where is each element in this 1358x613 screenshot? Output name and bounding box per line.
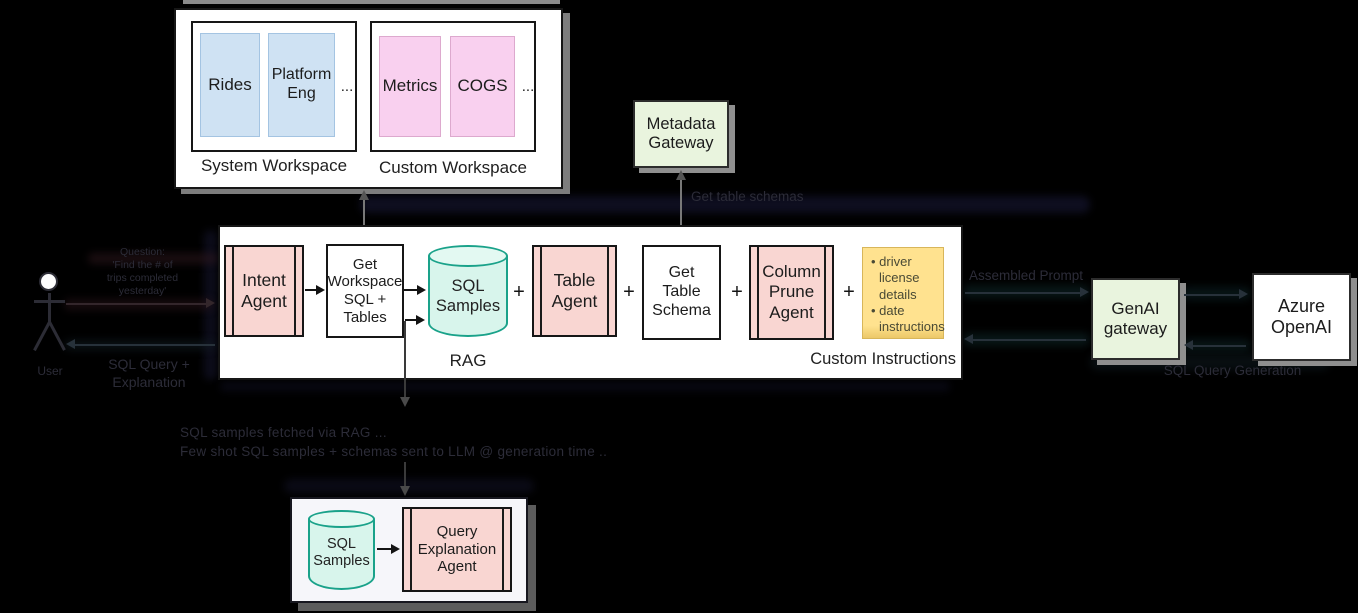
rides-box: Rides [200,33,260,137]
arrow-genai-to-pipeline [972,339,1086,341]
metrics-box: Metrics [379,36,441,137]
cogs-box: COGS [450,36,515,137]
arrowhead-right [1239,289,1248,299]
connector-workspaces [363,200,365,244]
shadow-band [963,285,1090,298]
rag-annotation-line: SQL samples fetched via RAG ... [180,425,387,440]
arrow-into-samples [405,319,417,321]
question-label: Question: 'Find the # of trips completed… [90,246,195,299]
genai-gateway-box: GenAI gateway [1091,278,1180,360]
explanation-sql-samples-cylinder: SQL Samples [308,510,375,590]
metadata-gateway-box: Metadata Gateway [633,100,729,168]
actor-head [39,272,58,291]
query-explanation-agent-box: Query Explanation Agent [402,507,512,592]
top-edge-strip [183,0,560,4]
question-line: 'Find the # of [112,259,173,272]
actor-body [48,293,51,323]
system-more-ellipsis: ... [340,78,354,95]
cylinder-top [308,510,375,528]
arrow-pipeline-to-genai [965,292,1081,294]
arrow-genai-to-azure [1184,294,1240,296]
shadow-band [88,253,218,264]
cylinder-body [428,256,508,337]
user-label: User [37,364,63,378]
custom-workspace-caption: Custom Workspace [378,158,527,177]
arrow-samples-to-explanation-agent [377,548,392,550]
arrowhead-up [676,170,686,180]
sticky-bullet: driver license details [871,254,940,303]
response-line: SQL Query + [108,356,190,372]
arrowhead-left [1184,340,1193,350]
arrowhead-up [359,190,369,200]
sticky-note: driver license details date instructions [862,247,945,339]
assembled-prompt-label: Assembled Prompt [968,268,1084,283]
sql-samples-cylinder: SQL Samples [428,245,508,337]
arrow-pipeline-to-user [72,344,215,346]
user-actor [30,270,90,370]
arrowhead-down [400,397,410,407]
cylinder-body [308,519,375,590]
question-line: yesterday' [118,285,167,298]
get-table-schema-box: Get Table Schema [642,245,721,340]
actor-leg [33,321,51,351]
azure-openai-box: Azure OpenAI [1252,273,1351,361]
rag-label: RAG [449,351,487,370]
arrowhead-right [1080,287,1089,297]
arrow-user-to-pipeline [66,303,206,305]
connector-samples-down [404,321,406,397]
plus-sign: + [731,281,743,303]
arrowhead-right [391,544,400,554]
custom-instructions-label: Custom Instructions [810,350,956,368]
sql-generation-label: SQL Query Generation [1163,363,1302,378]
column-prune-agent-box: Column Prune Agent [749,245,834,340]
table-agent-box: Table Agent [532,245,617,337]
plus-sign: + [513,281,525,303]
rag-annotation-line: Few shot SQL samples + schemas sent to L… [180,444,608,459]
plus-sign: + [623,281,635,303]
arrow-azure-to-genai [1190,345,1246,347]
response-line: Explanation [112,374,186,391]
cylinder-top [428,245,508,267]
shadow-band [360,196,1090,213]
get-workspace-box: Get Workspace SQL + Tables [326,244,404,338]
shadow-band [1181,287,1251,300]
connector-to-explanation-group [404,462,406,486]
connector-metadata-gateway [680,180,682,245]
platform-eng-box: Platform Eng [268,33,335,137]
metadata-link-label: Get table schemas [691,189,804,204]
sql-samples-label: SQL Samples [313,536,370,570]
response-label: SQL Query + Explanation [90,355,208,391]
arrowhead-right [316,285,325,295]
intent-agent-box: Intent Agent [224,245,304,337]
arrowhead-left [66,339,75,349]
arrowhead-right [417,285,426,295]
arrowhead-left [964,334,973,344]
question-line: Question: [120,246,165,258]
question-line: trips completed [106,272,179,285]
system-workspace-caption: System Workspace [200,156,348,175]
arrowhead-right [206,298,215,308]
plus-sign: + [843,281,855,303]
arrowhead-right [416,315,425,325]
actor-arms [34,300,65,303]
arrow-intent-to-getworkspace [305,289,317,291]
arrowhead-down [400,486,410,496]
custom-more-ellipsis: ... [521,78,535,95]
shadow-band [220,382,950,391]
sql-samples-label: SQL Samples [435,277,501,315]
actor-leg [48,321,66,351]
sticky-bullet: date instructions [871,303,945,336]
arrow-getworkspace-to-samples [404,289,417,291]
